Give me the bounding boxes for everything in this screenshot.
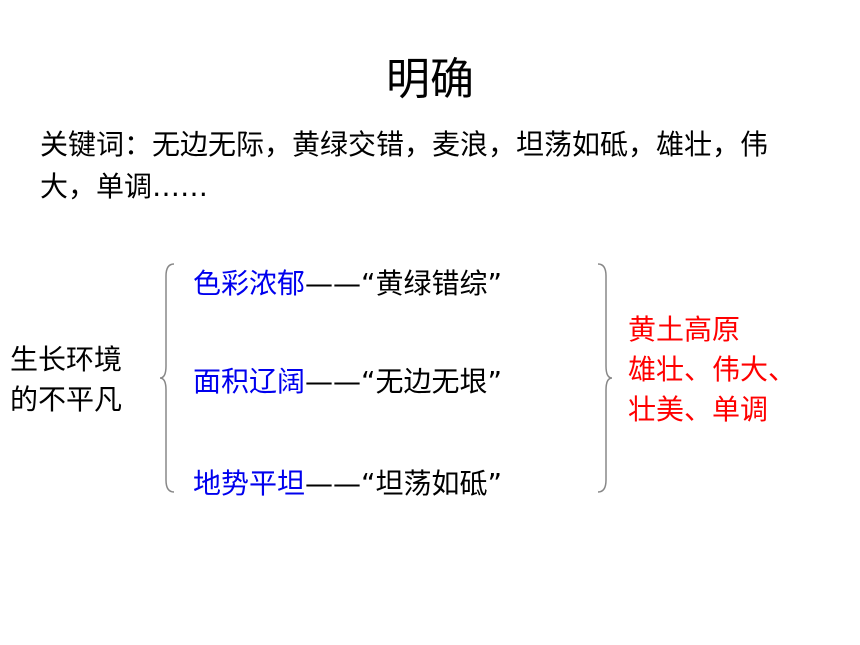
environment-label: 生长环境 的不平凡	[10, 340, 122, 420]
summary-label: 黄土高原 雄壮、伟大、 壮美、单调	[628, 310, 796, 430]
environment-label-line-1: 生长环境	[10, 343, 123, 376]
left-brace	[159, 263, 175, 493]
feature-row-terrain: 地势平坦——“坦荡如砥”	[193, 464, 502, 504]
feature-row-color: 色彩浓郁——“黄绿错综”	[193, 264, 502, 304]
feature-desc: ——“黄绿错综”	[305, 267, 503, 300]
environment-label-line-2: 的不平凡	[10, 383, 123, 416]
summary-line-2: 雄壮、伟大、	[628, 353, 797, 386]
summary-line-1: 黄土高原	[628, 313, 741, 346]
feature-row-area: 面积辽阔——“无边无垠”	[193, 362, 502, 402]
feature-key: 面积辽阔	[193, 365, 306, 398]
feature-key: 色彩浓郁	[193, 267, 306, 300]
slide-title: 明确	[386, 54, 474, 105]
feature-key: 地势平坦	[193, 467, 306, 500]
keywords-text: 关键词：无边无际，黄绿交错，麦浪，坦荡如砥，雄壮，伟大，单调……	[40, 128, 769, 203]
feature-desc: ——“无边无垠”	[305, 365, 503, 398]
summary-line-3: 壮美、单调	[628, 393, 769, 426]
right-brace	[597, 263, 613, 493]
feature-desc: ——“坦荡如砥”	[305, 467, 503, 500]
